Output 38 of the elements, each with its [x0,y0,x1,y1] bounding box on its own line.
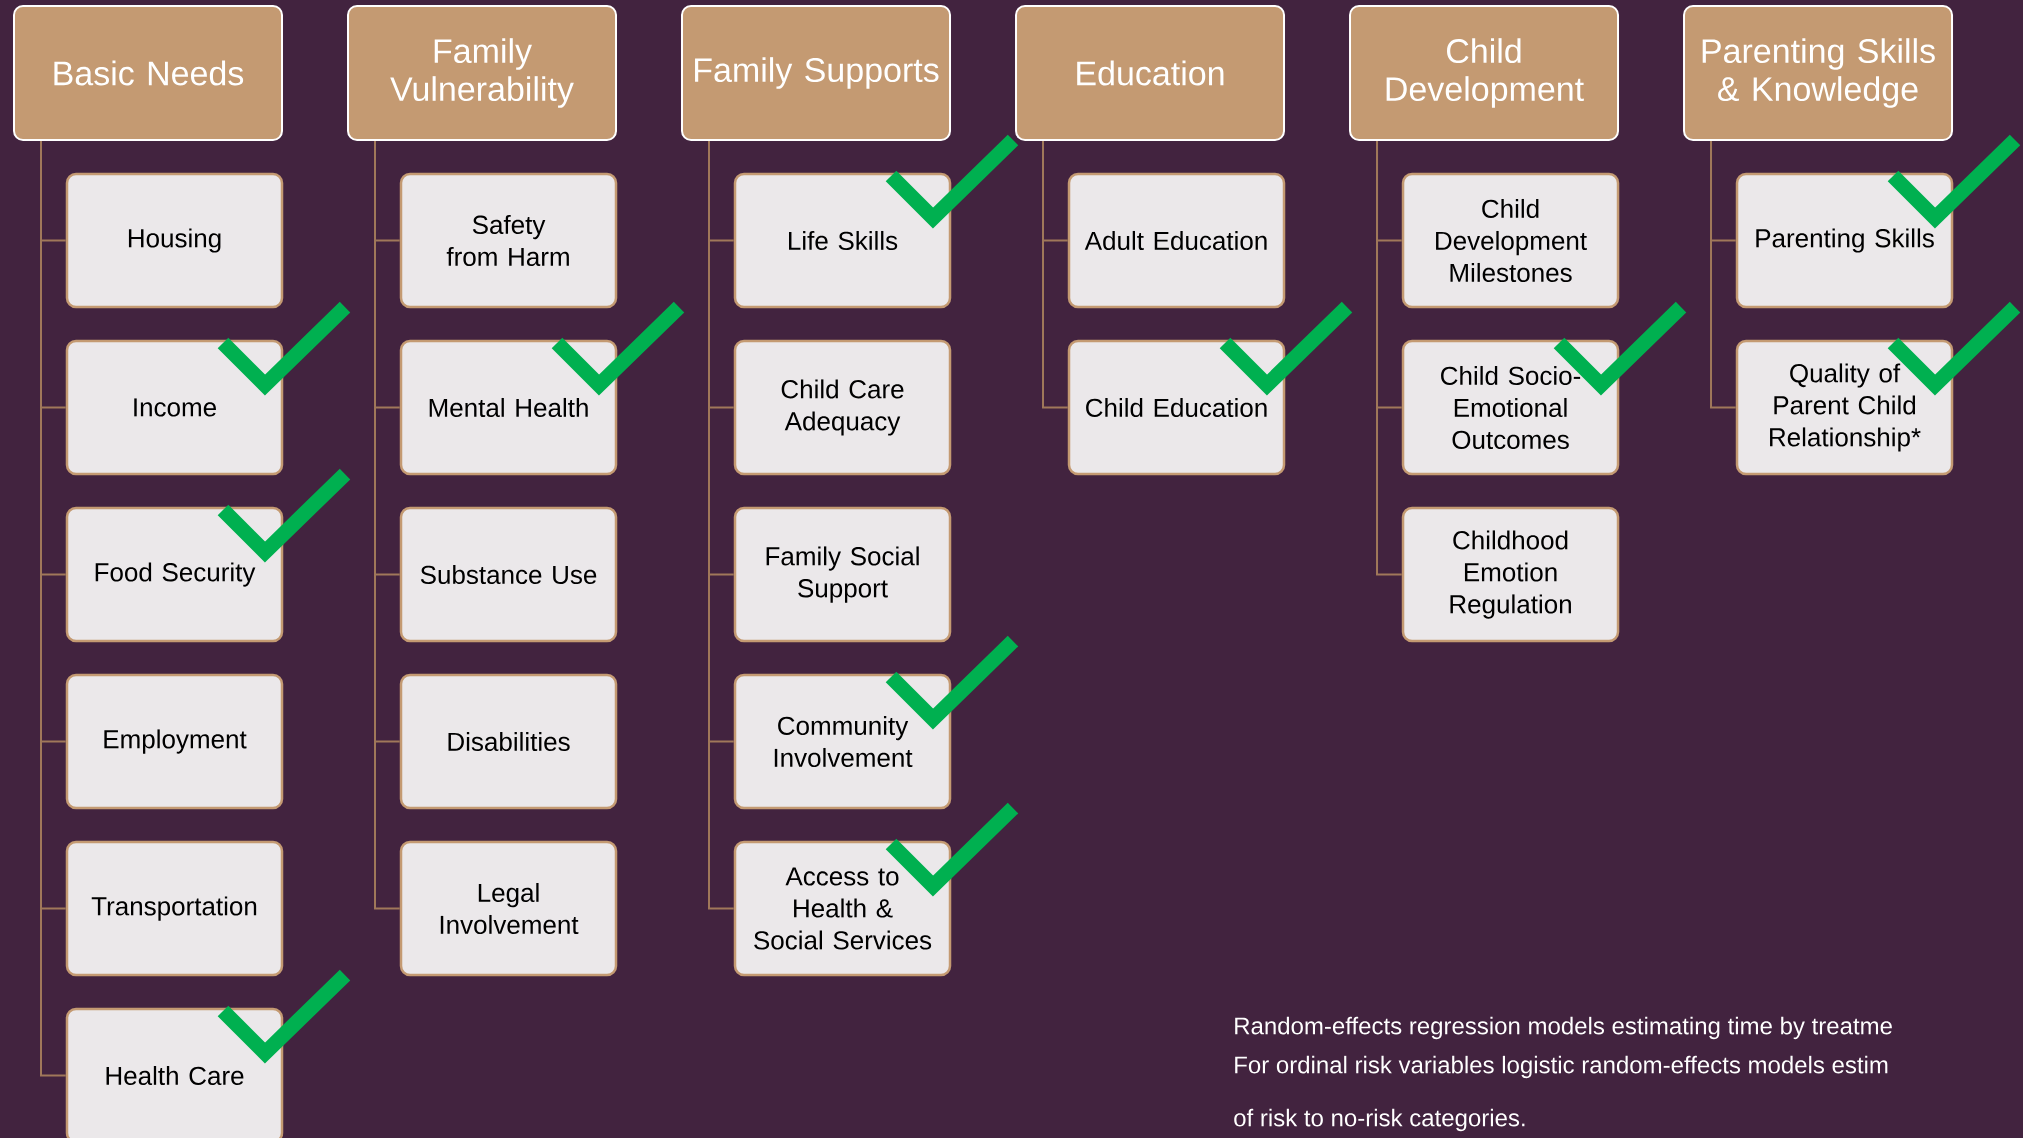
item-box: Disabilities [399,673,618,810]
item-box: Substance Use [399,506,618,643]
category-box: Basic Needs [13,5,283,141]
item-box: Adult Education [1067,172,1286,309]
connector-line [1042,140,1069,409]
item-box: Child Care Adequacy [733,339,952,476]
item-box: Food Security [65,506,284,643]
item-box: Community Involvement [733,673,952,810]
item-box: Health Care [65,1007,284,1138]
item-box: Quality of Parent Child Relationship* [1735,339,1954,476]
connector-line [1376,140,1403,576]
item-box: Life Skills [733,172,952,309]
connector-line [40,140,67,1077]
category-box: Child Development [1349,5,1619,141]
category-box: Family Supports [681,5,951,141]
footnote-text: For ordinal risk variables logistic random-effects models estim [1235,1055,1888,1079]
item-box: Legal Involvement [399,840,618,977]
category-box: Family Vulnerability [347,5,617,141]
connector-line [1710,140,1737,409]
footnote-text: Random-effects regression models estimating time by treatme [1235,1016,1892,1040]
connector-line [374,140,401,910]
category-box: Parenting Skills & Knowledge [1683,5,1953,141]
item-box: Transportation [65,840,284,977]
item-box: Safety from Harm [399,172,618,309]
footnote-text: of risk to no-risk categories. [1234,1108,1525,1132]
item-box: Employment [65,673,284,810]
item-box: Parenting Skills [1735,172,1954,309]
category-box: Education [1015,5,1285,141]
item-box: Child Development Milestones [1401,172,1620,309]
item-box: Access to Health & Social Services [733,840,952,977]
item-box: Child Socio-Emotional Outcomes [1401,339,1620,476]
item-box: Child Education [1067,339,1286,476]
item-box: Income [65,339,284,476]
item-box: Childhood Emotion Regulation [1401,506,1620,643]
item-box: Housing [65,172,284,309]
connector-line [708,140,735,910]
item-box: Mental Health [399,339,618,476]
item-box: Family Social Support [733,506,952,643]
